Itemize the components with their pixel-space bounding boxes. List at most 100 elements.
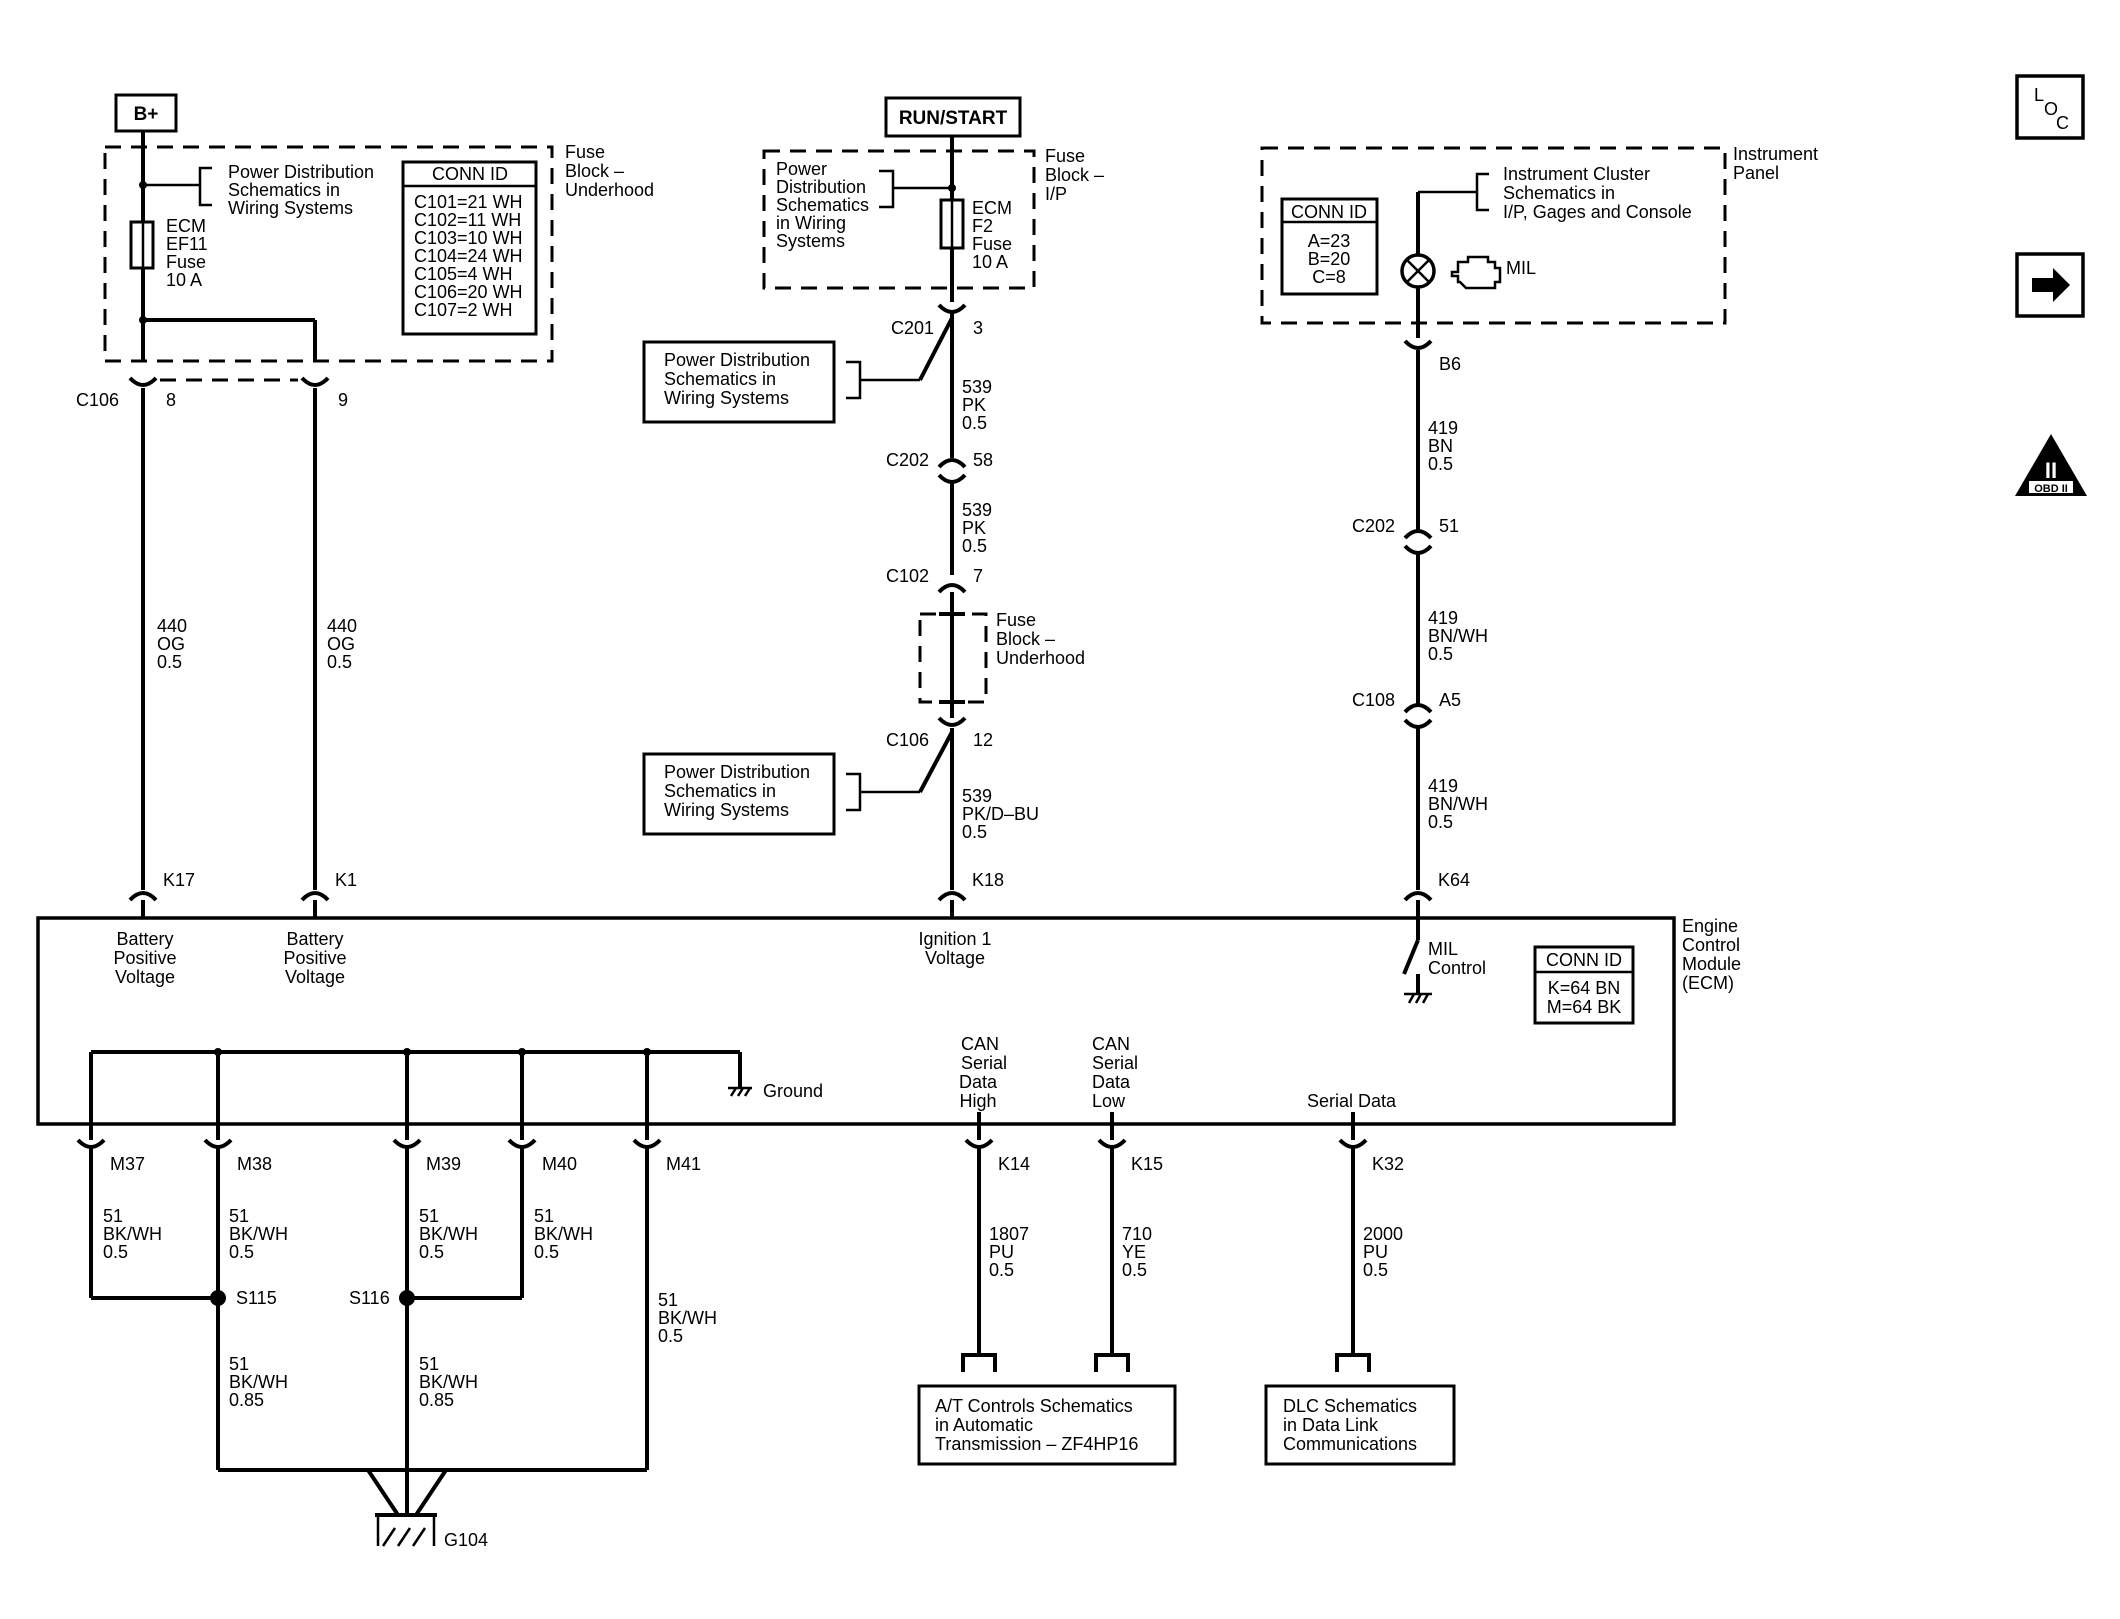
wire-51-m38-label: 51 BK/WH 0.5 (229, 1206, 288, 1262)
svg-text:Ignition 1: Ignition 1 (918, 929, 991, 949)
svg-text:in Wiring: in Wiring (776, 213, 846, 233)
svg-text:C102=11 WH: C102=11 WH (414, 210, 521, 230)
svg-text:O: O (2044, 99, 2058, 119)
serial-data-label: Serial Data (1307, 1091, 1397, 1111)
c106-pin9-connector (300, 376, 330, 387)
wire-51-s116-label: 51 BK/WH 0.85 (419, 1354, 478, 1410)
svg-text:C102: C102 (886, 566, 929, 586)
wire-1807-label: 1807 PU 0.5 (989, 1224, 1029, 1280)
svg-text:BN/WH: BN/WH (1428, 794, 1488, 814)
wire-51-m41-label: 51 BK/WH 0.5 (658, 1290, 717, 1346)
svg-text:K64: K64 (1438, 870, 1470, 890)
svg-text:K32: K32 (1372, 1154, 1404, 1174)
svg-text:0.5: 0.5 (1428, 644, 1453, 664)
svg-text:BK/WH: BK/WH (419, 1372, 478, 1392)
svg-text:51: 51 (1439, 516, 1459, 536)
svg-text:Instrument Cluster: Instrument Cluster (1503, 164, 1650, 184)
loc-icon[interactable]: L O C (2015, 74, 2085, 140)
run-start-source: RUN/START (884, 96, 1022, 138)
svg-text:Power Distribution: Power Distribution (228, 162, 374, 182)
svg-text:Serial: Serial (961, 1053, 1007, 1073)
k64-pin (1403, 891, 1433, 902)
svg-text:G104: G104 (444, 1530, 488, 1550)
wire-51-m39-label: 51 BK/WH 0.5 (419, 1206, 478, 1262)
c202-pin51-male-connector (1403, 529, 1433, 540)
obd-ii-icon[interactable]: II OBD II (2015, 434, 2087, 496)
svg-text:710: 710 (1122, 1224, 1152, 1244)
svg-text:M40: M40 (542, 1154, 577, 1174)
svg-text:0.85: 0.85 (229, 1390, 264, 1410)
svg-text:Battery: Battery (116, 929, 173, 949)
svg-text:CONN ID: CONN ID (432, 164, 508, 184)
ignition-1-label: Ignition 1 Voltage (918, 929, 991, 968)
svg-text:51: 51 (103, 1206, 123, 1226)
svg-text:419: 419 (1428, 608, 1458, 628)
svg-text:0.5: 0.5 (157, 652, 182, 672)
svg-text:51: 51 (229, 1206, 249, 1226)
conn-id-underhood: CONN ID C101=21 WH C102=11 WH C103=10 WH… (401, 160, 538, 336)
svg-text:539: 539 (962, 500, 992, 520)
next-arrow-icon[interactable] (2015, 252, 2085, 318)
svg-text:539: 539 (962, 377, 992, 397)
svg-text:CAN: CAN (1092, 1034, 1130, 1054)
c106-pin8-connector (128, 376, 158, 387)
c202-female-connector (937, 473, 967, 484)
svg-text:Schematics in: Schematics in (664, 781, 776, 801)
conn-id-instrument: CONN ID A=23 B=20 C=8 (1280, 197, 1379, 296)
svg-text:F2: F2 (972, 216, 993, 236)
svg-text:Serial: Serial (1092, 1053, 1138, 1073)
wire-539-a-label: 539 PK 0.5 (962, 377, 992, 433)
svg-text:0.5: 0.5 (1428, 812, 1453, 832)
svg-text:A5: A5 (1439, 690, 1461, 710)
dlc-ref-box (1264, 1384, 1456, 1466)
batt-voltage-2-label: Battery Positive Voltage (283, 929, 346, 987)
svg-text:3: 3 (973, 318, 983, 338)
ground-icon (1404, 992, 1432, 1004)
svg-text:0.5: 0.5 (1122, 1260, 1147, 1280)
svg-text:2000: 2000 (1363, 1224, 1403, 1244)
svg-text:51: 51 (658, 1290, 678, 1310)
m41-pin (632, 1138, 662, 1149)
fuse-block-underhood-splice-label: Fuse Block – Underhood (996, 610, 1085, 668)
svg-text:Low: Low (1092, 1091, 1126, 1111)
c106-pin12-connector (937, 716, 967, 727)
svg-text:MIL: MIL (1428, 939, 1458, 959)
svg-text:0.5: 0.5 (989, 1260, 1014, 1280)
svg-text:Communications: Communications (1283, 1434, 1417, 1454)
svg-text:Control: Control (1682, 935, 1740, 955)
m40-pin (507, 1138, 537, 1149)
svg-text:51: 51 (419, 1206, 439, 1226)
svg-text:OG: OG (327, 634, 355, 654)
svg-text:8: 8 (166, 390, 176, 410)
fuse-f2-label: ECM F2 Fuse 10 A (972, 198, 1012, 272)
svg-text:C202: C202 (886, 450, 929, 470)
m39-pin (392, 1138, 422, 1149)
svg-text:Voltage: Voltage (925, 948, 985, 968)
svg-text:Fuse: Fuse (1045, 146, 1085, 166)
c108-male-connector (1403, 703, 1433, 714)
engine-icon (1450, 255, 1502, 290)
wire-2000-label: 2000 PU 0.5 (1363, 1224, 1403, 1280)
svg-text:7: 7 (973, 566, 983, 586)
svg-text:0.5: 0.5 (962, 536, 987, 556)
svg-text:CAN: CAN (961, 1034, 999, 1054)
svg-text:S115: S115 (236, 1288, 277, 1308)
wire-710-label: 710 YE 0.5 (1122, 1224, 1152, 1280)
svg-text:Fuse: Fuse (166, 252, 206, 272)
mil-lamp-icon (1400, 253, 1436, 289)
svg-text:Power Distribution: Power Distribution (664, 350, 810, 370)
wire-51-s115-label: 51 BK/WH 0.85 (229, 1354, 288, 1410)
svg-text:M39: M39 (426, 1154, 461, 1174)
svg-text:M38: M38 (237, 1154, 272, 1174)
svg-text:Schematics in: Schematics in (228, 180, 340, 200)
wire-51-m37-label: 51 BK/WH 0.5 (103, 1206, 162, 1262)
svg-text:Fuse: Fuse (996, 610, 1036, 630)
svg-text:C101=21 WH: C101=21 WH (414, 192, 523, 212)
svg-text:10 A: 10 A (972, 252, 1008, 272)
k17-pin (128, 891, 158, 902)
svg-text:M=64 BK: M=64 BK (1547, 997, 1622, 1017)
can-low-label: CAN Serial Data Low (1092, 1034, 1138, 1111)
svg-text:PU: PU (1363, 1242, 1388, 1262)
fuse-block-underhood-outline (103, 145, 554, 363)
wire-419-c-label: 419 BN/WH 0.5 (1428, 776, 1488, 832)
